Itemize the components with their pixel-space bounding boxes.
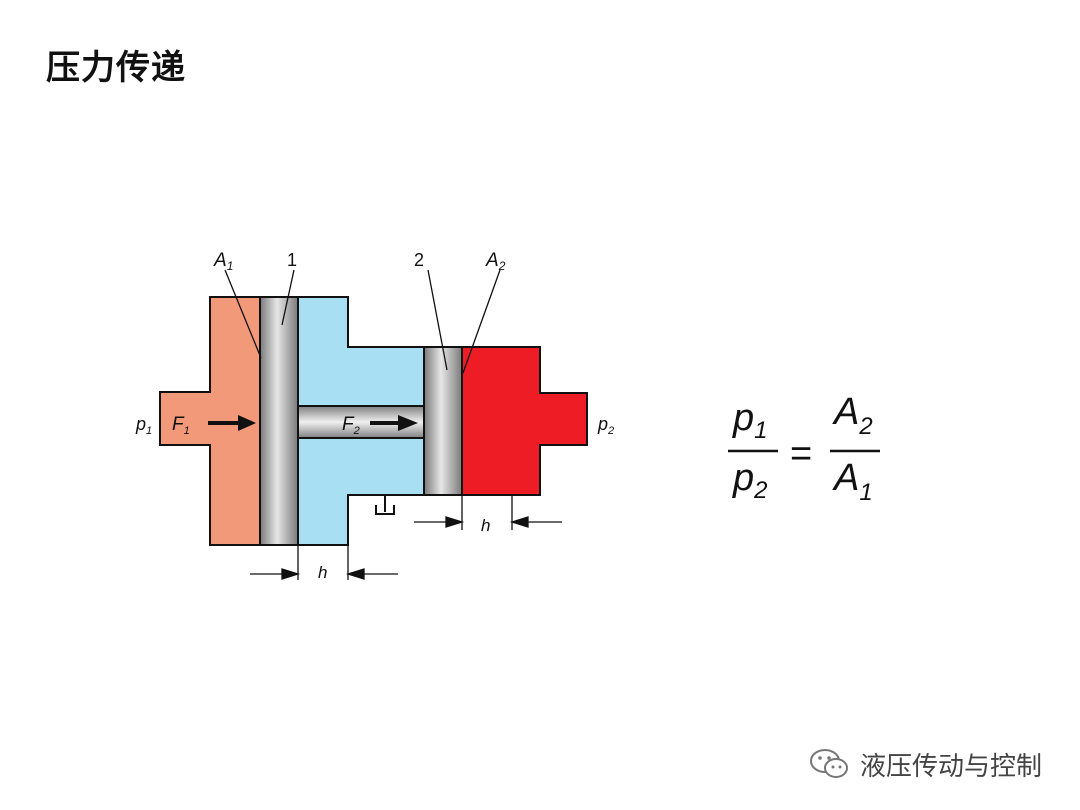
label-f1: F1: [172, 414, 190, 437]
piston-1: [259, 296, 299, 546]
label-p1: p1: [135, 414, 152, 437]
label-piston-1: 1: [287, 250, 297, 270]
leader-2: [427, 269, 448, 371]
force-arrow-f2: [370, 415, 418, 431]
label-a1: A1: [213, 250, 233, 273]
formula: p1 p2 = A2 A1: [728, 391, 880, 506]
piston-2: [423, 346, 463, 496]
label-h-left: h: [318, 563, 327, 582]
drain-symbol: [375, 495, 395, 515]
label-h-right: h: [481, 516, 490, 535]
formula-denominator-right: A1: [832, 457, 873, 506]
leader-a2: [462, 269, 501, 374]
dimension-h-right: [414, 495, 562, 530]
label-f2: F2: [342, 414, 360, 437]
formula-denominator-left: p2: [732, 457, 768, 504]
watermark: 液压传动与控制: [808, 744, 1042, 784]
right-chamber: [461, 346, 588, 496]
force-arrow-f1: [208, 415, 256, 431]
formula-numerator-left: p1: [732, 397, 768, 444]
leader-a1: [224, 269, 262, 359]
leader-1: [281, 269, 295, 326]
label-piston-2: 2: [414, 250, 424, 270]
formula-numerator-right: A2: [832, 391, 873, 440]
label-a2: A2: [485, 250, 506, 273]
dimension-h-left: [250, 545, 398, 580]
page-title: 压力传递: [46, 48, 186, 88]
watermark-text: 液压传动与控制: [860, 751, 1043, 782]
label-p2: p2: [597, 414, 614, 437]
wechat-icon: [810, 749, 848, 778]
formula-equals: =: [790, 433, 812, 475]
